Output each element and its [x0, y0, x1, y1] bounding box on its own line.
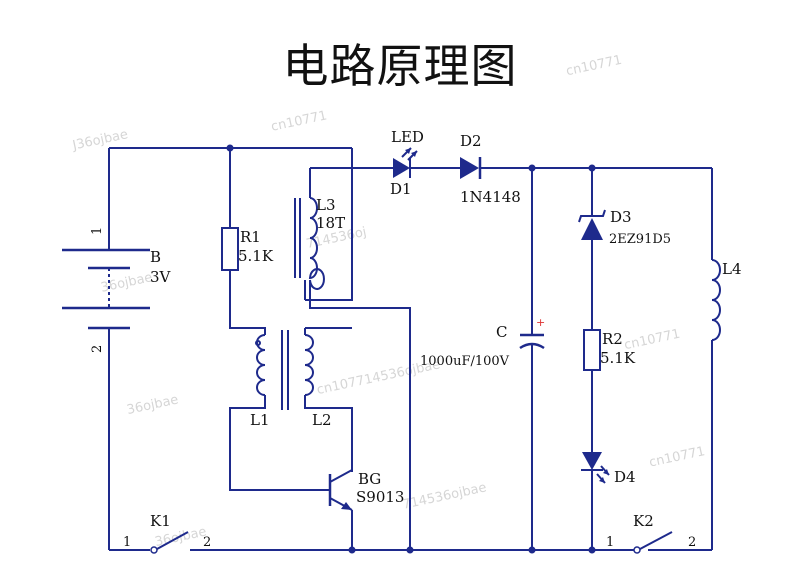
d2-ref-label: D2	[460, 132, 482, 150]
l3-ref-label: L3	[316, 196, 336, 214]
watermark: 36ojbae	[125, 392, 179, 418]
d1-ref-label: D1	[390, 180, 412, 198]
transistor-bg: BG S9013	[328, 469, 404, 511]
bg-value-label: S9013	[356, 488, 404, 506]
k2-pin1-label: 1	[606, 535, 614, 550]
k1-pin2-label: 2	[203, 535, 211, 550]
led-d1: LED D1	[390, 128, 424, 198]
watermark: cn10771	[270, 108, 329, 134]
watermark: 714536ojbae	[401, 480, 488, 512]
r2-ref-label: R2	[602, 330, 623, 348]
k2-ref-label: K2	[633, 512, 654, 530]
battery-pin2-label: 2	[90, 345, 105, 353]
diode-d2: D2 1N4148	[460, 132, 521, 206]
led-d4: D4	[581, 452, 636, 486]
d2-value-label: 1N4148	[460, 188, 521, 206]
r1-ref-label: R1	[240, 228, 261, 246]
watermark: 36ojbae	[99, 270, 153, 296]
r1-value-label: 5.1K	[238, 247, 274, 265]
c-ref-label: C	[496, 323, 507, 341]
transformer-l1-l2: L1 L2	[250, 330, 332, 429]
c-value-label: 1000uF/100V	[420, 354, 510, 369]
d3-value-label: 2EZ91D5	[609, 232, 671, 247]
battery-pin1-label: 1	[90, 227, 105, 235]
resistor-r2: R2 5.1K	[583, 329, 636, 371]
watermark: cn10771	[648, 444, 707, 470]
d3-ref-label: D3	[610, 208, 632, 226]
zener-d3: D3 2EZ91D5	[578, 208, 671, 247]
page-title: 电路原理图	[282, 39, 518, 93]
k1-pin1-label: 1	[123, 535, 131, 550]
l4-ref-label: L4	[722, 260, 742, 278]
inductor-l3: L3 18T	[294, 196, 345, 290]
switch-k2: K2 1 2	[604, 512, 696, 554]
l3-value-label: 18T	[316, 214, 345, 232]
battery-ref-label: B	[150, 248, 161, 266]
c-polarity-label: +	[536, 316, 545, 329]
k2-pin2-label: 2	[688, 535, 696, 550]
r2-value-label: 5.1K	[600, 349, 636, 367]
junctions	[226, 144, 596, 554]
l1-ref-label: L1	[250, 411, 270, 429]
l2-ref-label: L2	[312, 411, 332, 429]
capacitor-c: + C 1000uF/100V	[420, 316, 545, 369]
watermark: J36ojbae	[70, 127, 129, 154]
d4-ref-label: D4	[614, 468, 636, 486]
led-label: LED	[391, 128, 424, 146]
watermark: cn10771	[565, 53, 624, 79]
resistor-r1: R1 5.1K	[221, 227, 274, 271]
switch-k1: K1 1 2	[123, 512, 211, 554]
inductor-l4: L4	[711, 259, 742, 341]
k1-ref-label: K1	[150, 512, 171, 530]
battery-b: 1 2 B 3V	[62, 227, 172, 353]
bg-ref-label: BG	[358, 470, 381, 488]
battery-value-label: 3V	[150, 268, 172, 286]
